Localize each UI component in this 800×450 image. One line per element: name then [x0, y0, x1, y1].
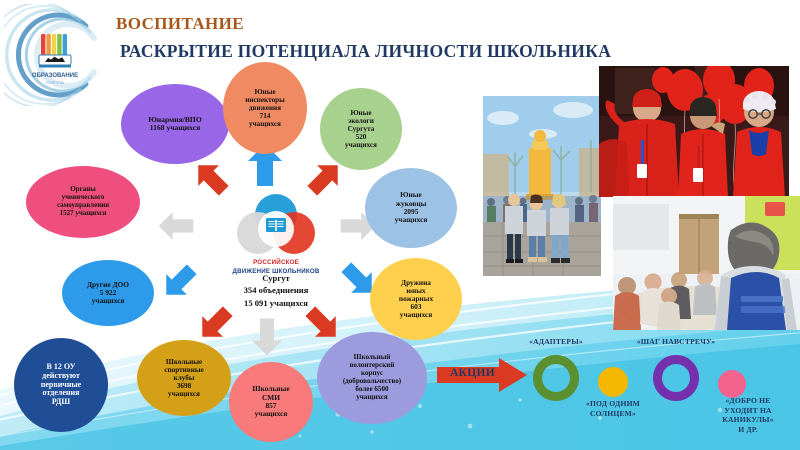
bubble-branches-line3: первичные — [40, 379, 82, 389]
aktsii-arrow-icon — [437, 358, 527, 397]
photo-classroom — [613, 196, 800, 330]
bubble-zhukovtsy[interactable]: Юные жуковцы 2095 учащихся — [365, 168, 457, 248]
bubble-branches-line4: отделения — [42, 388, 80, 398]
bubble-media-line4: учащихся — [254, 409, 288, 419]
bubble-inspectors-line5: учащихся — [249, 120, 281, 129]
rdsh-caption-line2: ДВИЖЕНИЕ ШКОЛЬНИКОВ — [232, 268, 320, 276]
bubble-media-line1: Школьные — [252, 384, 290, 394]
rdsh-logo-caption: РОССИЙСКОЕ ДВИЖЕНИЕ ШКОЛЬНИКОВ — [216, 258, 336, 277]
aktsii-dot-pod-odnim-solntsem[interactable] — [598, 367, 628, 397]
bubble-inspectors-line3: движения — [248, 103, 282, 112]
bubble-ecologists-line4: 520 — [355, 133, 367, 142]
bubble-zhukovtsy-line4: учащихся — [394, 215, 428, 225]
center-summary: Сургут 354 объединения 15 091 учащихся — [200, 272, 352, 309]
bubble-other-doo-line2: 5 922 — [99, 287, 117, 297]
rdsh-logo-icon — [228, 193, 324, 259]
rdsh-caption-line1: РОССИЙСКОЕ — [253, 259, 299, 266]
bubble-firefighters[interactable]: Дружина юных пожарных 603 учащихся — [370, 258, 462, 340]
title-main: РАСКРЫТИЕ ПОТЕНЦИАЛА ЛИЧНОСТИ ШКОЛЬНИКА — [120, 41, 612, 61]
title-top: ВОСПИТАНИЕ — [116, 14, 245, 33]
bubble-firefighters-line1: Дружина — [401, 277, 431, 287]
bubble-inspectors[interactable]: Юные инспекторы движения 714 учащихся — [223, 62, 307, 154]
arrow-downleft-red — [192, 301, 239, 348]
bubble-ecologists-line2: экологи — [348, 116, 374, 125]
bubble-volunteers-line1: Школьный — [353, 353, 391, 362]
bubble-firefighters-line2: юных — [406, 285, 426, 295]
bubble-inspectors-line4: 714 — [259, 112, 271, 121]
bubble-volunteers-line5: более 6500 — [355, 384, 389, 393]
center-city: Сургут — [262, 273, 290, 283]
svg-text:ОБРАЗОВАНИЕ: ОБРАЗОВАНИЕ — [32, 73, 78, 79]
bubble-branches-line2: действуют — [42, 370, 80, 380]
bubble-zhukovtsy-line1: Юные — [400, 190, 422, 200]
arrow-left-grey — [158, 212, 194, 240]
bubble-branches-line5: РДШ — [51, 397, 71, 407]
bubble-firefighters-line3: пожарных — [398, 293, 434, 303]
bubble-volunteer-corps[interactable]: Школьный волонтерский корпус (добровольч… — [317, 332, 427, 424]
bubble-ecologists[interactable]: Юные экологи Сургута 520 учащихся — [320, 88, 402, 170]
bubble-volunteers-line2: волонтерский — [349, 361, 395, 370]
aktsii-ring-adaptery[interactable] — [533, 355, 579, 401]
bubble-zhukovtsy-line2: жуковцы — [395, 198, 427, 208]
center-students: 15 091 учащихся — [244, 297, 308, 308]
bubble-branches-line1: В 12 ОУ — [46, 361, 76, 371]
arrow-downright-blue — [336, 257, 383, 304]
bubble-yunarmia[interactable]: Юнармия/ВПО 1168 учащихся — [121, 84, 229, 164]
bubble-ecologists-line1: Юные — [350, 108, 372, 117]
bubble-selfgov-line1: Органы — [70, 185, 96, 194]
organization-logo: ОБРАЗОВАНИЕ СУРГУТА — [4, 4, 106, 106]
aktsii-dot-dobro[interactable] — [718, 370, 746, 398]
bubble-zhukovtsy-line3: 2095 — [403, 207, 419, 216]
bubble-selfgov-line4: 1527 учащихся — [59, 208, 107, 217]
bubble-ecologists-line5: учащихся — [345, 141, 377, 150]
aktsii-caption-pod-odnim-solntsem: «ПОД ОДНИМ СОЛНЦЕМ» — [585, 399, 641, 418]
bubble-other-doo[interactable]: Другие ДОО 5 922 учащихся — [62, 260, 154, 326]
bubble-sport-line4: 3698 — [176, 382, 192, 391]
bubble-sport-line2: спортивные — [164, 365, 204, 374]
center-associations: 354 объединения — [243, 285, 309, 296]
aktsii-ring-shag-navstrechu[interactable] — [653, 355, 699, 401]
arrow-upleft-red — [188, 155, 235, 202]
bubble-ecologists-line3: Сургута — [347, 124, 375, 133]
bubble-sport-clubs[interactable]: Школьные спортивные клубы 3698 учащихся — [137, 340, 231, 416]
bubble-selfgov-line3: самоуправления — [56, 201, 110, 209]
arrow-downright-red — [300, 301, 347, 348]
bubble-yunarmia-line2: 1168 учащихся — [149, 123, 201, 132]
bubble-media-line2: СМИ — [261, 392, 281, 402]
bubble-selfgov-line2: ученического — [61, 193, 105, 202]
aktsii-caption-adaptery: «АДАПТЕРЫ» — [529, 337, 583, 346]
page-title: ВОСПИТАНИЕ РАСКРЫТИЕ ПОТЕНЦИАЛА ЛИЧНОСТИ… — [116, 14, 611, 62]
bubble-firefighters-line5: учащихся — [399, 310, 433, 320]
bubble-inspectors-line1: Юные — [254, 87, 276, 96]
bubble-firefighters-line4: 603 — [410, 302, 422, 312]
bubble-media-line3: 857 — [265, 401, 277, 410]
arrow-upright-red — [302, 155, 349, 202]
bubble-other-doo-line3: учащихся — [91, 296, 125, 306]
bubble-yunarmia-line1: Юнармия/ВПО — [148, 114, 202, 124]
arrow-down-grey — [252, 318, 282, 356]
bubble-rdsh-branches[interactable]: В 12 ОУ действуют первичные отделения РД… — [14, 338, 108, 432]
arrow-up-blue — [248, 144, 282, 186]
bubble-sport-line1: Школьные — [165, 357, 203, 366]
bubble-volunteers-line3: корпус — [360, 369, 384, 378]
photo-square-city — [483, 96, 601, 276]
bubble-volunteers-line6: учащихся — [356, 392, 388, 401]
aktsii-caption-shag-navstrechu: «ШАГ НАВСТРЕЧУ» — [636, 337, 716, 346]
svg-text:СУРГУТА: СУРГУТА — [46, 80, 64, 85]
aktsii-label: АКЦИИ — [450, 367, 495, 379]
bubble-sport-line5: учащихся — [168, 390, 200, 399]
bubble-school-media[interactable]: Школьные СМИ 857 учащихся — [229, 362, 313, 442]
bubble-other-doo-line1: Другие ДОО — [86, 279, 130, 289]
arrow-downleft-blue — [156, 259, 203, 306]
bubble-volunteers-line4: (добровольчество) — [342, 377, 402, 385]
bubble-inspectors-line2: инспекторы — [245, 95, 285, 104]
bubble-self-government[interactable]: Органы ученического самоуправления 1527 … — [26, 166, 140, 238]
bubble-sport-line3: клубы — [173, 373, 195, 382]
aktsii-caption-dobro: «ДОБРО НЕ УХОДИТ НА КАНИКУЛЫ» И ДР. — [722, 396, 774, 435]
photo-red-balloons — [599, 66, 789, 197]
